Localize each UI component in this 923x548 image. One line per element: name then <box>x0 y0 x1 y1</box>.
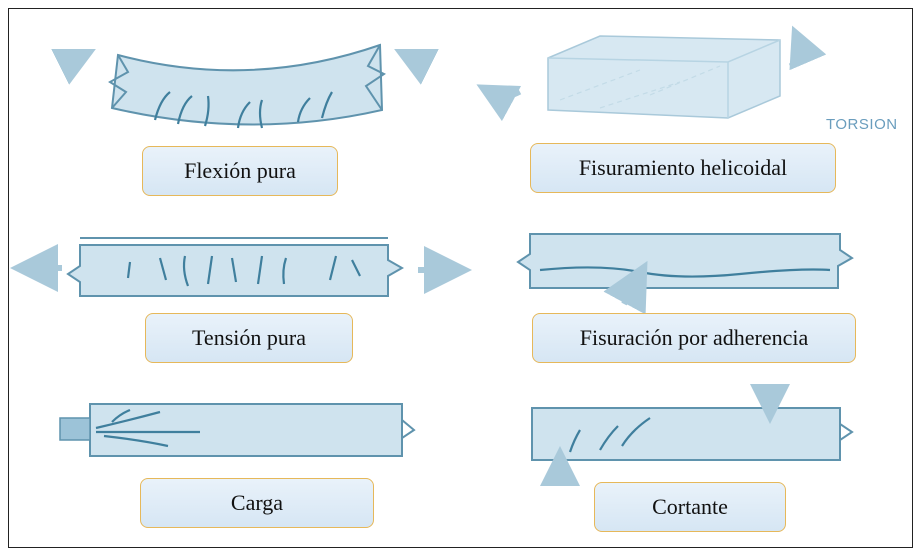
adherencia-beam <box>516 233 854 315</box>
torsion-box <box>476 25 827 122</box>
carga-cracks <box>95 408 200 448</box>
flexion-beam <box>51 43 439 129</box>
cortante-beam <box>531 384 854 486</box>
flexion-cracks <box>153 91 333 129</box>
torsion-annotation: TORSION <box>826 116 898 133</box>
label-flexion-pura: Flexión pura <box>142 146 338 196</box>
label-carga: Carga <box>140 478 374 528</box>
crack-diagrams <box>10 25 854 486</box>
label-tension-pura: Tensión pura <box>145 313 353 363</box>
tension-cracks <box>126 255 361 287</box>
label-fisuramiento-helicoidal: Fisuramiento helicoidal <box>530 143 836 193</box>
label-cortante: Cortante <box>594 482 786 532</box>
carga-beam <box>59 403 416 457</box>
label-fisuracion-adherencia: Fisuración por adherencia <box>532 313 856 363</box>
tension-beam <box>10 237 472 297</box>
